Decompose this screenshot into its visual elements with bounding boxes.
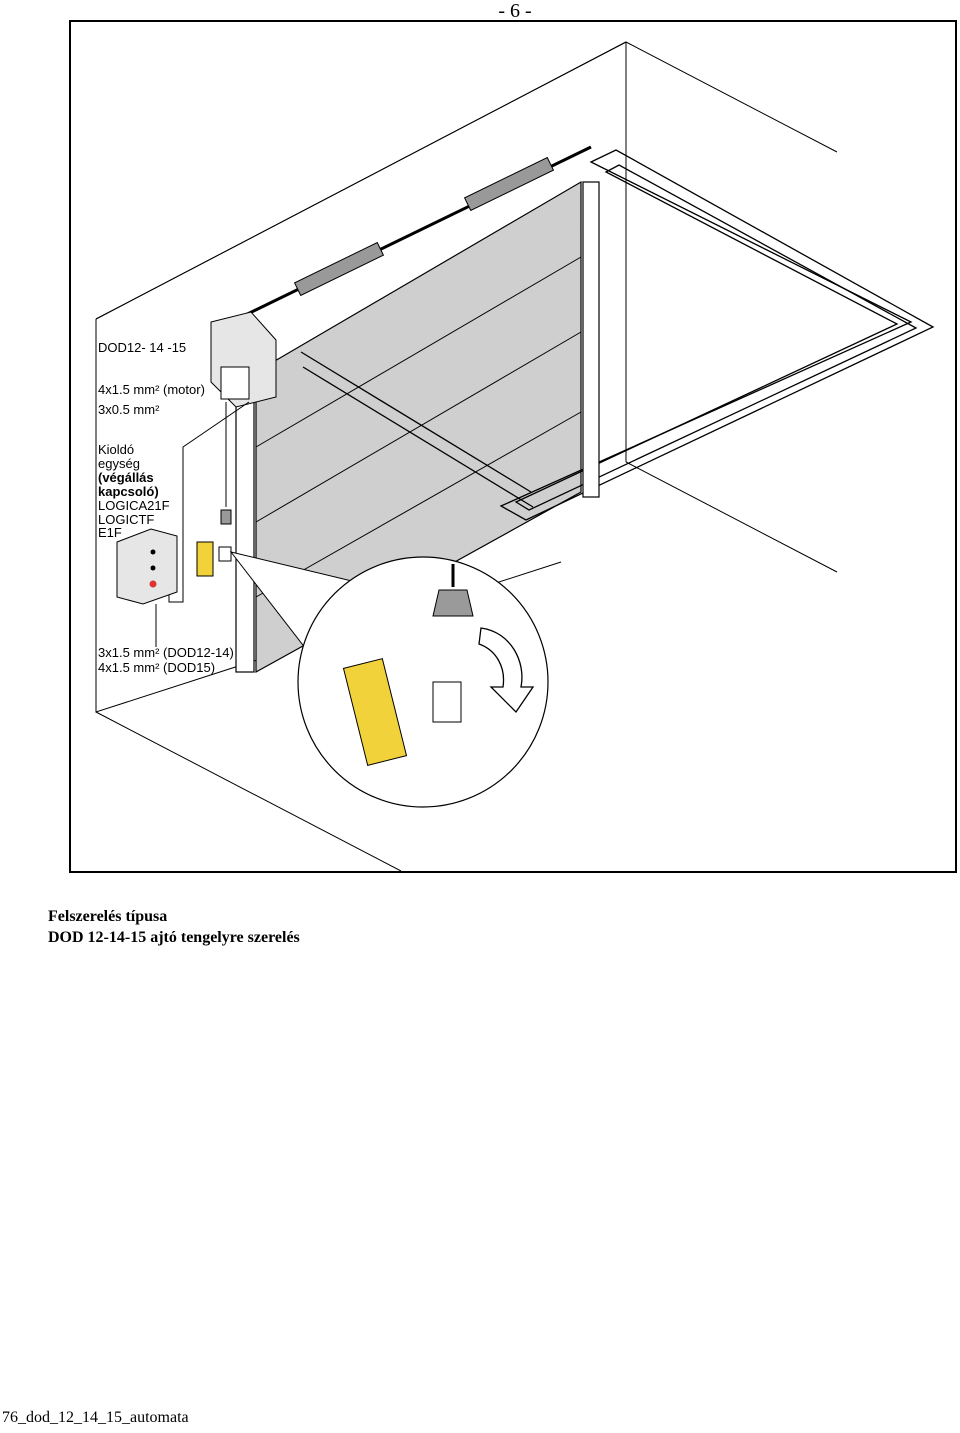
limit-label-1: (végállás (98, 470, 154, 485)
supply-label-1: 3x1.5 mm² (DOD12-14) (98, 645, 234, 660)
page-number: - 6 - (498, 0, 532, 22)
release-label-2: egység (98, 456, 140, 471)
supply-label-2: 4x1.5 mm² (DOD15) (98, 660, 215, 675)
figure-caption: Felszerelés típusa DOD 12-14-15 ajtó ten… (48, 906, 300, 948)
motor-cable-label: 4x1.5 mm² (motor) (98, 382, 205, 397)
controller-label-3: E1F (98, 525, 122, 540)
motor-unit (210, 311, 277, 525)
zoom-callout (229, 551, 549, 808)
release-label-1: Kioldó (98, 442, 134, 457)
caption-subtitle: DOD 12-14-15 ajtó tengelyre szerelés (48, 929, 300, 946)
footer-filename: 76_dod_12_14_15_automata (2, 1409, 189, 1426)
release-bracket (218, 546, 232, 562)
torsion-shaft (230, 145, 592, 324)
vertical-rails (235, 181, 600, 673)
installation-figure: DOD12- 14 -15 4x1.5 mm² (motor) 3x0.5 mm… (69, 20, 957, 873)
door-section-lines (255, 256, 582, 598)
model-label: DOD12- 14 -15 (98, 340, 186, 355)
warning-sticker (196, 541, 214, 577)
control-box (116, 528, 178, 647)
caption-title: Felszerelés típusa (48, 908, 168, 925)
garage-door-drawing: DOD12- 14 -15 4x1.5 mm² (motor) 3x0.5 mm… (95, 41, 935, 871)
signal-cable-label: 3x0.5 mm² (98, 402, 160, 417)
controller-label-2: LOGICTF (98, 512, 154, 527)
controller-label-1: LOGICA21F (98, 498, 170, 513)
limit-label-2: kapcsoló) (98, 484, 159, 499)
track-frame (300, 149, 935, 521)
